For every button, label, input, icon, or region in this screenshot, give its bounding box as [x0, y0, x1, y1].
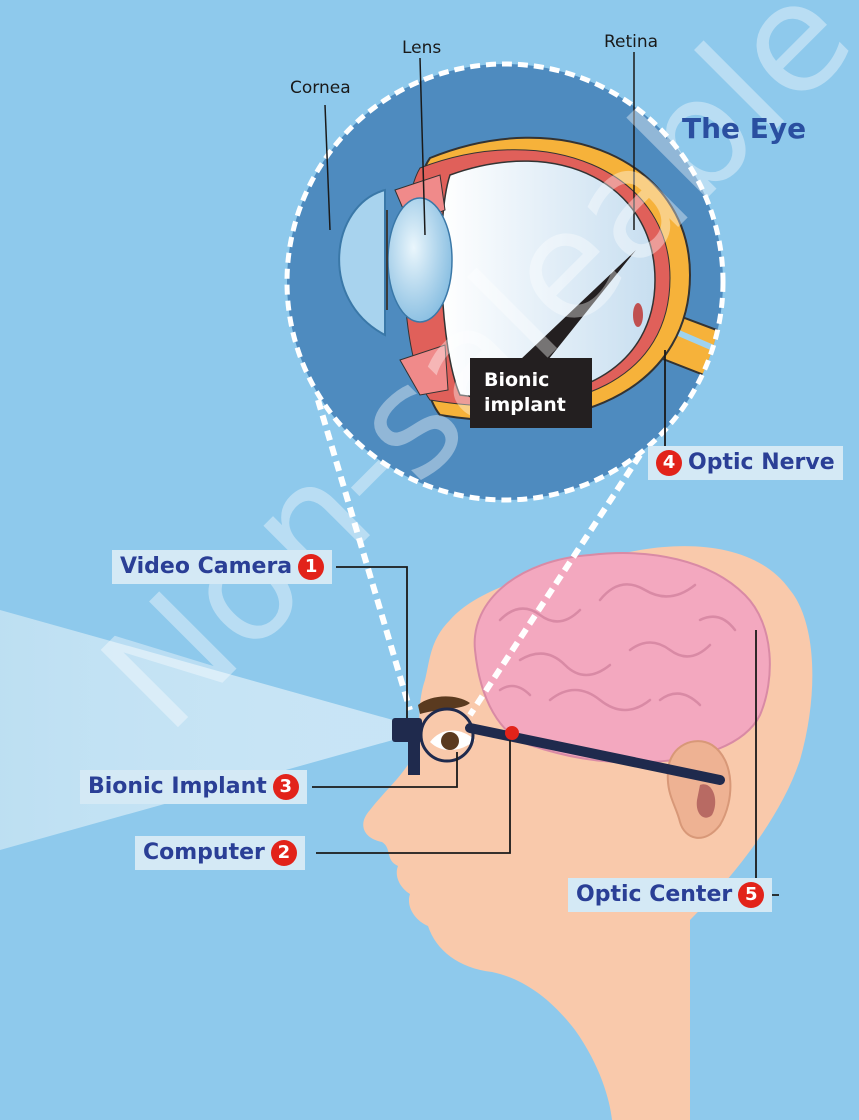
callout-number-badge: 3: [273, 774, 299, 800]
callout-label: Video Camera: [120, 550, 292, 584]
callout-label: Bionic Implant: [88, 770, 267, 804]
implant-label-line1: Bionic: [484, 368, 578, 393]
callout-label: Optic Center: [576, 878, 732, 912]
implant-label-box: Bionic implant: [470, 358, 592, 428]
callout-optic-nerve: 4 Optic Nerve: [648, 446, 843, 480]
camera-unit: [392, 718, 422, 742]
callout-number-badge: 2: [271, 840, 297, 866]
callout-label: Computer: [143, 836, 265, 870]
retina-label: Retina: [604, 32, 658, 52]
callout-label: Optic Nerve: [688, 446, 835, 480]
callout-computer: Computer 2: [135, 836, 305, 870]
camera-beam: [0, 610, 400, 850]
lens-shape: [388, 198, 452, 322]
iris: [441, 732, 459, 750]
computer-unit: [505, 726, 519, 740]
callout-bionic-implant: Bionic Implant 3: [80, 770, 307, 804]
implant-label-line2: implant: [484, 393, 578, 418]
callout-number-badge: 1: [298, 554, 324, 580]
cornea-label: Cornea: [290, 78, 351, 98]
callout-video-camera: Video Camera 1: [112, 550, 332, 584]
callout-optic-center: Optic Center 5: [568, 878, 772, 912]
diagram-title: The Eye: [682, 112, 806, 145]
retina-spot: [633, 303, 643, 327]
callout-number-badge: 4: [656, 450, 682, 476]
callout-number-badge: 5: [738, 882, 764, 908]
lens-label: Lens: [402, 38, 441, 58]
